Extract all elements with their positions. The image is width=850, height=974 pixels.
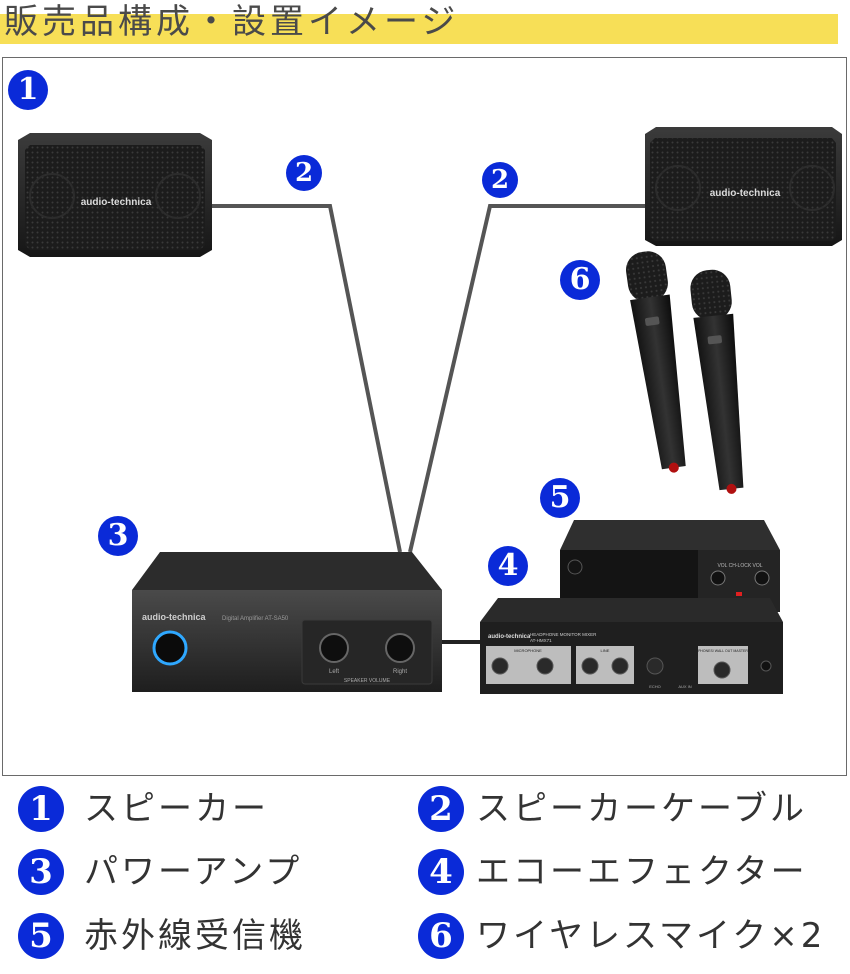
legend-label-echo-effector: エコーエフェクター — [476, 852, 808, 892]
amp-volume-label: SPEAKER VOLUME — [344, 678, 391, 684]
legend-label-power-amp: パワーアンプ — [84, 852, 303, 892]
mixer-master-section: PHONES/ WALL OUT MASTER — [698, 649, 748, 653]
mixer-mic-section: MICROPHONE — [514, 648, 542, 653]
amp-knob-right-label: Right — [393, 669, 407, 675]
diagram-frame — [2, 57, 847, 776]
echo-effector: audio-technica HEADPHONE MONITOR MIXER A… — [480, 598, 783, 694]
title-highlight-band — [0, 14, 838, 44]
badge-speaker-cable-left: 2 — [286, 155, 322, 191]
legend-badge-4: 4 — [418, 849, 464, 895]
wireless-mic-2 — [690, 269, 744, 494]
wireless-mic-1 — [626, 251, 686, 473]
badge-speaker: 1 — [8, 70, 48, 110]
legend-label-speaker: スピーカー — [84, 789, 269, 829]
legend-badge-1: 1 — [18, 786, 64, 832]
badge-speaker-cable-right: 2 — [482, 162, 518, 198]
badge-echo-effector: 4 — [488, 546, 528, 586]
mixer-model: AT-HMX71 — [530, 638, 552, 643]
legend-badge-3: 3 — [18, 849, 64, 895]
mixer-brand: audio-technica — [488, 634, 531, 640]
amp-knob-left-label: Left — [329, 669, 339, 675]
mixer-line-section: LINE — [601, 648, 610, 653]
speaker-left: audio-technica — [18, 133, 212, 257]
speaker-left-brand: audio-technica — [81, 197, 152, 208]
speaker-right: audio-technica — [645, 127, 842, 246]
legend-label-wireless-mic: ワイヤレスマイク×2 — [476, 916, 826, 956]
mixer-echo-label: ECHO — [649, 684, 661, 689]
badge-ir-receiver: 5 — [540, 478, 580, 518]
legend-label-speaker-cable: スピーカーケーブル — [476, 789, 807, 829]
speaker-cable-left — [210, 204, 402, 553]
legend-badge-5: 5 — [18, 913, 64, 959]
power-amplifier: audio-technica Digital Amplifier AT-SA50… — [132, 552, 442, 692]
legend-badge-2: 2 — [418, 786, 464, 832]
badge-wireless-mic: 6 — [560, 260, 600, 300]
mixer-title: HEADPHONE MONITOR MIXER — [530, 632, 597, 637]
receiver-labels: VOL CH-LOCK VOL — [717, 563, 762, 569]
legend-badge-6: 6 — [418, 913, 464, 959]
legend-label-ir-receiver: 赤外線受信機 — [84, 916, 306, 956]
speaker-cable-right — [408, 204, 648, 553]
amp-model-label: Digital Amplifier AT-SA50 — [222, 616, 289, 622]
speaker-right-brand: audio-technica — [710, 188, 781, 199]
amp-brand: audio-technica — [142, 612, 207, 622]
mixer-aux-label: AUX IN — [678, 684, 691, 689]
badge-power-amp: 3 — [98, 516, 138, 556]
page-title: 販売品構成・設置イメージ — [4, 2, 460, 42]
